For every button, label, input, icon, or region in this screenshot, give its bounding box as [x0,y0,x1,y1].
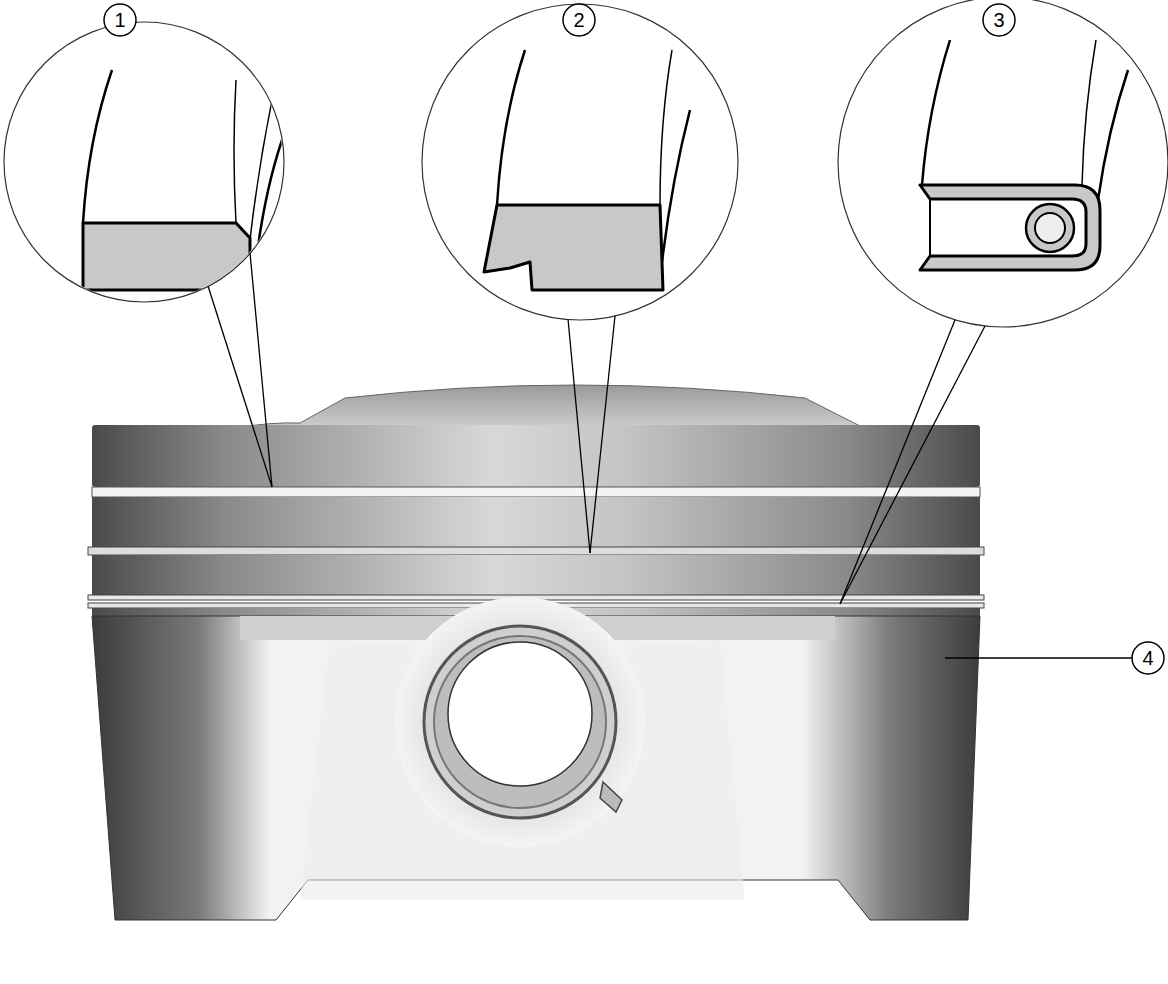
detail-circle [4,22,284,302]
circlip [424,626,616,818]
ring-land [92,497,980,547]
callout-circle [983,4,1015,36]
detail-circle [422,4,738,320]
callout-circle [563,4,595,36]
ring-groove-1 [92,487,980,497]
oil-ring-section [920,40,1128,270]
pin-boss [395,597,645,847]
callout-number: 4 [1133,646,1163,670]
callout-circle [1132,642,1164,674]
ring-land [92,555,980,595]
callout-number: 3 [984,8,1014,32]
pin-hole [448,642,592,786]
detail-circle [838,0,1168,327]
callout-circle [104,4,136,36]
piston-skirt [92,616,980,920]
leader-lines [208,253,1132,658]
ring-groove-2 [88,547,984,555]
circlip-tab [600,782,622,812]
skirt-recess [300,640,745,900]
callout-number: 2 [564,8,594,32]
piston-dome [235,385,900,430]
compression-ring-section [83,70,282,290]
piston-top-land [92,425,980,487]
pin-bore [434,636,606,808]
callout-number: 1 [105,8,135,32]
napier-ring-section [484,50,690,290]
